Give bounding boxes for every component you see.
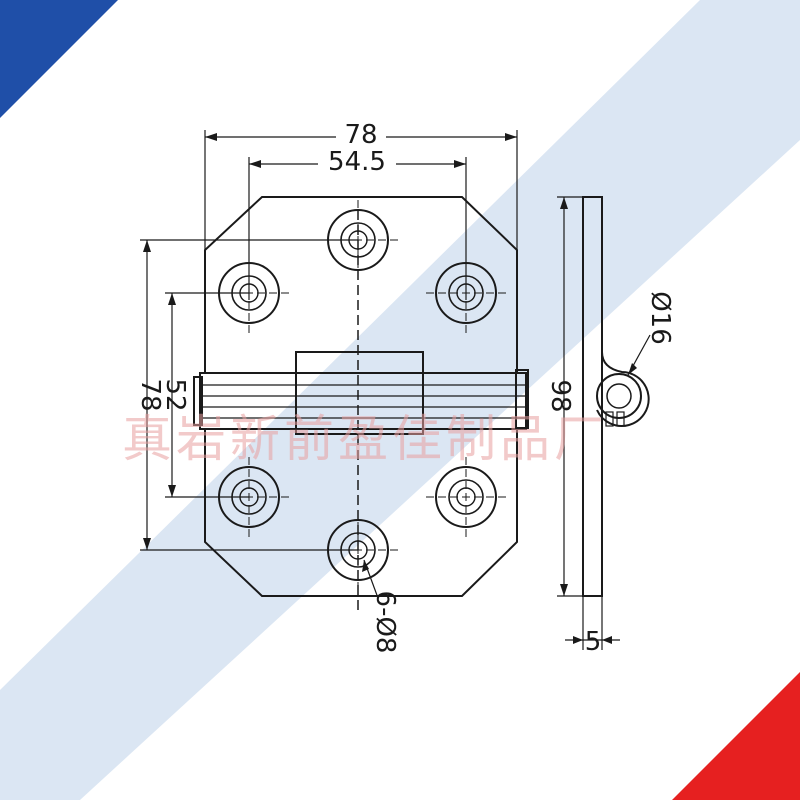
bottom-leaf-outline [204, 430, 518, 597]
dimension-arrows [143, 133, 517, 572]
side-leaf-plate [582, 196, 603, 597]
side-height-label: 98 [545, 379, 575, 412]
dim-bg [318, 149, 396, 175]
hole-counterbore [435, 466, 497, 528]
thickness-label: 5 [585, 627, 602, 657]
pin-diameter-label: Ø16 [645, 291, 675, 345]
overall-height-label: 78 [135, 378, 165, 411]
hole-callout-label: 6-Ø8 [370, 591, 400, 654]
hole-spacing-width-label: 54.5 [328, 147, 386, 177]
top-leaf-outline [204, 196, 518, 372]
side-pin-inner [606, 383, 632, 409]
side-view [582, 196, 650, 597]
pin-head-right [515, 369, 529, 429]
side-dimension-arrows [560, 197, 637, 644]
mounting-hole [426, 457, 506, 537]
side-pin-outer [596, 373, 642, 419]
front-view [193, 196, 529, 610]
side-clip-left [605, 411, 614, 427]
pin-head-left [193, 376, 203, 426]
knuckle-tab [295, 351, 424, 435]
dim-bg [336, 122, 386, 148]
watermark-text: 真岩新前盈佳制品厂 [122, 410, 608, 468]
corner-blue-triangle [0, 0, 118, 118]
corner-red-triangle [672, 672, 800, 800]
hole-bore [448, 479, 484, 515]
side-clip-right [616, 411, 625, 427]
dimension-lines [140, 130, 518, 599]
pin-barrel [199, 372, 527, 430]
overall-width-label: 78 [344, 120, 377, 150]
hole-spacing-height-label: 52 [160, 378, 190, 411]
side-leaf-bend [596, 197, 650, 427]
